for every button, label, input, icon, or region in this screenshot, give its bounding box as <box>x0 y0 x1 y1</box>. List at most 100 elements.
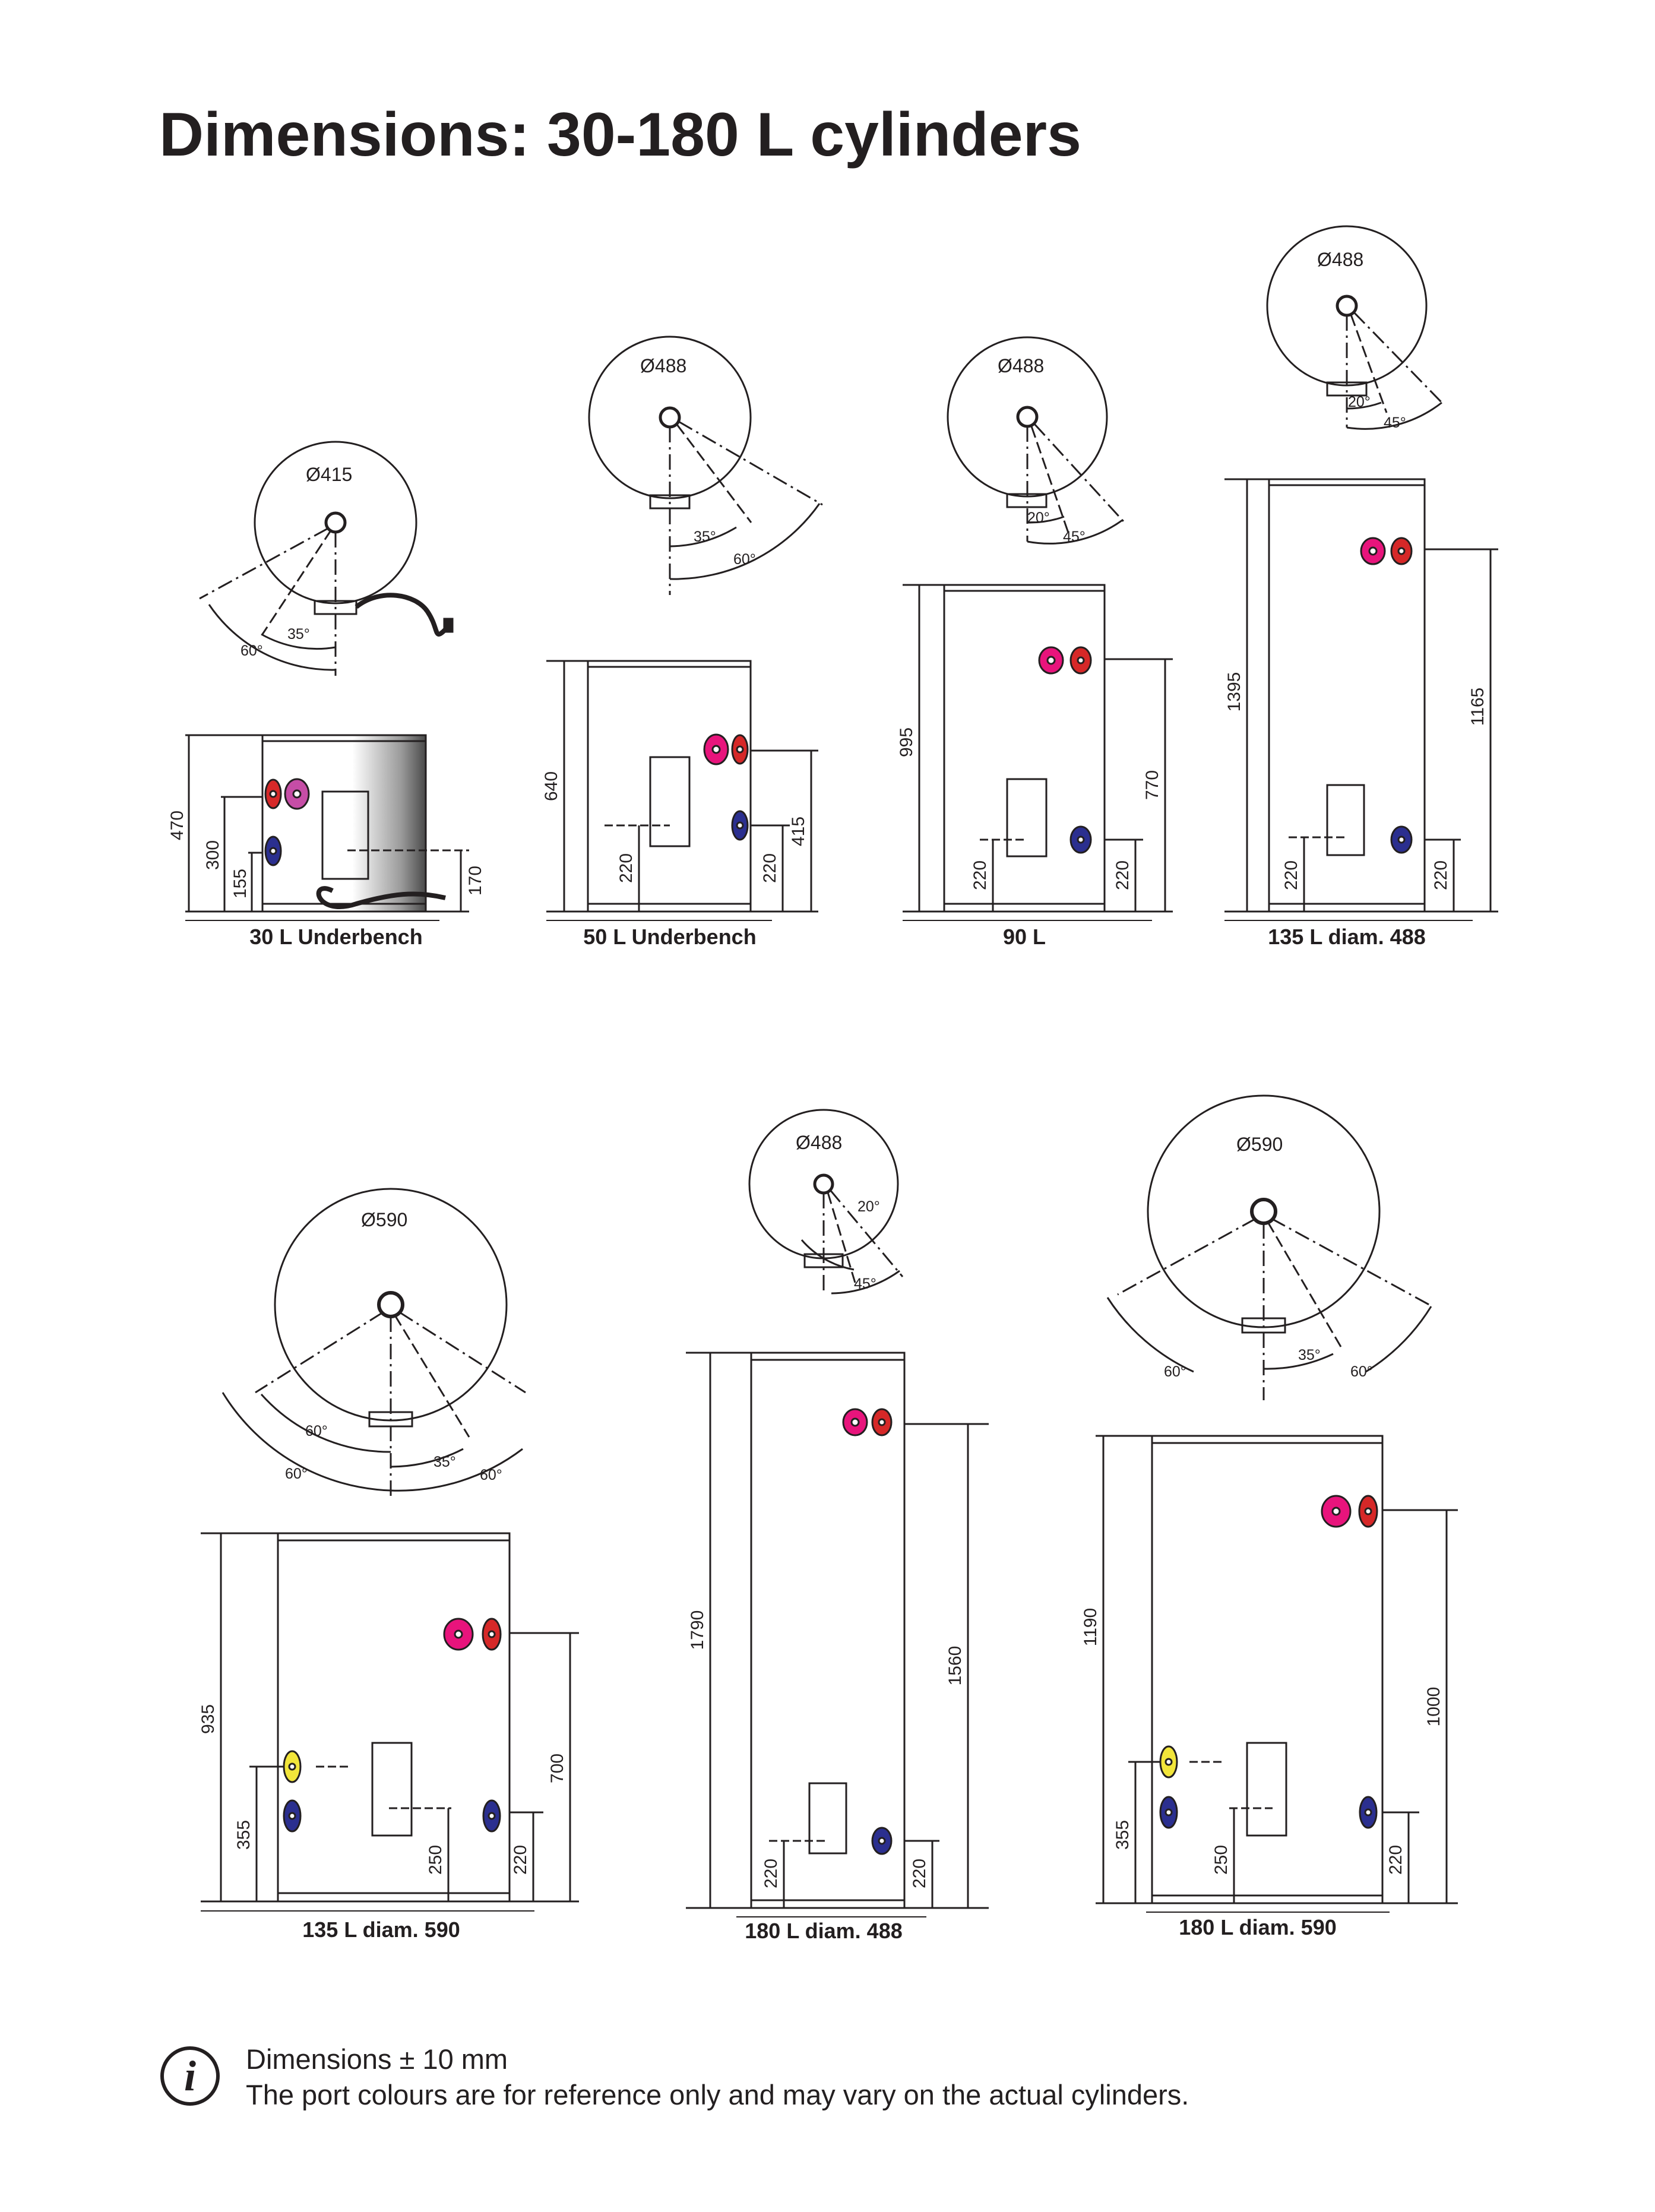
height-dimension: 250 <box>426 1845 445 1875</box>
height-dimension: 770 <box>1143 770 1162 800</box>
diameter-label: Ø488 <box>796 1132 842 1153</box>
port-red-icon <box>264 779 282 809</box>
element-cover <box>1246 1742 1287 1837</box>
flue-port-icon <box>659 406 681 429</box>
height-dimension: 220 <box>761 1859 781 1888</box>
element-cover <box>321 790 369 880</box>
port-red-icon <box>1069 646 1092 675</box>
unit-label: 30 L Underbench <box>249 925 422 949</box>
angle-label: 45° <box>854 1276 876 1292</box>
height-dimension: 220 <box>511 1845 530 1875</box>
cylinder-body-90l <box>943 584 1106 913</box>
angle-label: 60° <box>241 643 263 659</box>
port-hot-icon <box>1360 537 1386 565</box>
unit-135l-488 <box>1224 225 1498 921</box>
height-dimension: 220 <box>1431 860 1451 890</box>
info-icon: i <box>160 2046 220 2106</box>
height-dimension: 220 <box>1113 860 1132 890</box>
element-cover <box>649 756 691 847</box>
side-view-30l <box>185 734 469 921</box>
port-cold-icon <box>1069 825 1092 854</box>
height-dimension: 1790 <box>688 1610 707 1650</box>
angle-label: 45° <box>1384 414 1406 431</box>
ports <box>264 537 1413 1855</box>
angle-label: 60° <box>1164 1363 1186 1380</box>
height-dimension: 300 <box>203 840 223 870</box>
angle-label: 35° <box>1298 1347 1321 1363</box>
port-hot-icon <box>842 1408 868 1436</box>
unit-label: 135 L diam. 488 <box>1268 925 1426 949</box>
height-dimension: 250 <box>1211 1845 1231 1875</box>
side-view-180l-488 <box>686 1352 989 1917</box>
angle-label: 45° <box>1063 529 1086 545</box>
diameter-label: Ø488 <box>640 355 686 376</box>
unit-label: 135 L diam. 590 <box>302 1917 460 1942</box>
port-red-icon <box>482 1618 502 1651</box>
top-view-50l <box>588 336 823 595</box>
unit-180l-590 <box>1096 1094 1458 1913</box>
angle-label: 60° <box>733 551 756 568</box>
diameter-label: Ø488 <box>1317 249 1363 270</box>
top-view-135l-590 <box>221 1188 526 1499</box>
top-view-180l-488 <box>748 1109 904 1295</box>
port-red-icon <box>1358 1495 1378 1528</box>
height-dimension: 1560 <box>945 1646 965 1686</box>
angle-label: 35° <box>433 1454 456 1470</box>
element-cover <box>808 1782 847 1855</box>
cylinder-top-outline <box>254 441 417 605</box>
port-yellow-icon <box>283 1750 302 1783</box>
height-dimension: 220 <box>1386 1845 1406 1875</box>
element-cover <box>371 1742 413 1837</box>
port-yellow-icon <box>1159 1745 1178 1779</box>
flue-port-icon <box>1336 295 1358 317</box>
angle-label: 35° <box>694 529 716 545</box>
side-view-135l-590 <box>201 1532 579 1912</box>
height-dimension: 1000 <box>1424 1687 1444 1727</box>
port-hot-icon <box>1321 1495 1352 1528</box>
side-view-50l <box>546 660 818 921</box>
unit-label: 50 L Underbench <box>583 925 756 949</box>
top-view-90l <box>947 336 1125 545</box>
angle-label: 20° <box>1348 394 1371 410</box>
cylinder-body-50l <box>587 660 752 913</box>
height-dimension: 355 <box>234 1820 254 1850</box>
diameter-label: Ø488 <box>998 355 1044 376</box>
cylinder-body-180l-488 <box>750 1352 906 1909</box>
cylinder-body-180l-590 <box>1151 1435 1384 1904</box>
unit-180l-488 <box>686 1109 989 1917</box>
page-title: Dimensions: 30-180 L cylinders <box>159 100 1081 169</box>
element-cover <box>1006 778 1048 857</box>
unit-50l <box>546 336 823 921</box>
top-view-30l <box>199 441 454 676</box>
height-dimension: 170 <box>466 866 485 895</box>
side-view-180l-590 <box>1096 1435 1458 1913</box>
top-view-135l-488 <box>1266 225 1444 430</box>
diameter-label: Ø415 <box>306 464 352 485</box>
port-red-icon <box>871 1408 893 1436</box>
unit-label: 90 L <box>1003 925 1046 949</box>
port-hot-icon <box>703 733 729 765</box>
angle-label: 20° <box>1027 510 1050 526</box>
unit-30l <box>185 441 469 921</box>
element-cover <box>1326 784 1365 856</box>
height-dimension: 220 <box>1281 860 1301 890</box>
height-dimension: 470 <box>167 811 187 840</box>
side-view-135l-488 <box>1224 478 1498 921</box>
top-view-180l-590 <box>1106 1094 1433 1400</box>
angle-label: 60° <box>480 1467 502 1483</box>
flue-port-icon <box>324 511 347 534</box>
cylinder-body-30l <box>261 734 427 913</box>
port-hot-icon <box>284 778 310 810</box>
height-dimension: 220 <box>910 1859 929 1888</box>
height-dimension: 155 <box>230 869 250 898</box>
height-dimension: 415 <box>789 817 808 846</box>
cylinder-body-135l-590 <box>277 1532 511 1903</box>
height-dimension: 220 <box>970 860 990 890</box>
port-cold-icon <box>871 1827 893 1855</box>
port-red-icon <box>1390 537 1413 565</box>
footnote-port-colours: The port colours are for reference only … <box>246 2079 1189 2110</box>
height-dimension: 1190 <box>1081 1608 1100 1647</box>
port-cold-icon <box>1359 1796 1378 1829</box>
unit-label: 180 L diam. 488 <box>745 1919 903 1943</box>
footnote-tolerance: Dimensions ± 10 mm <box>246 2043 508 2075</box>
